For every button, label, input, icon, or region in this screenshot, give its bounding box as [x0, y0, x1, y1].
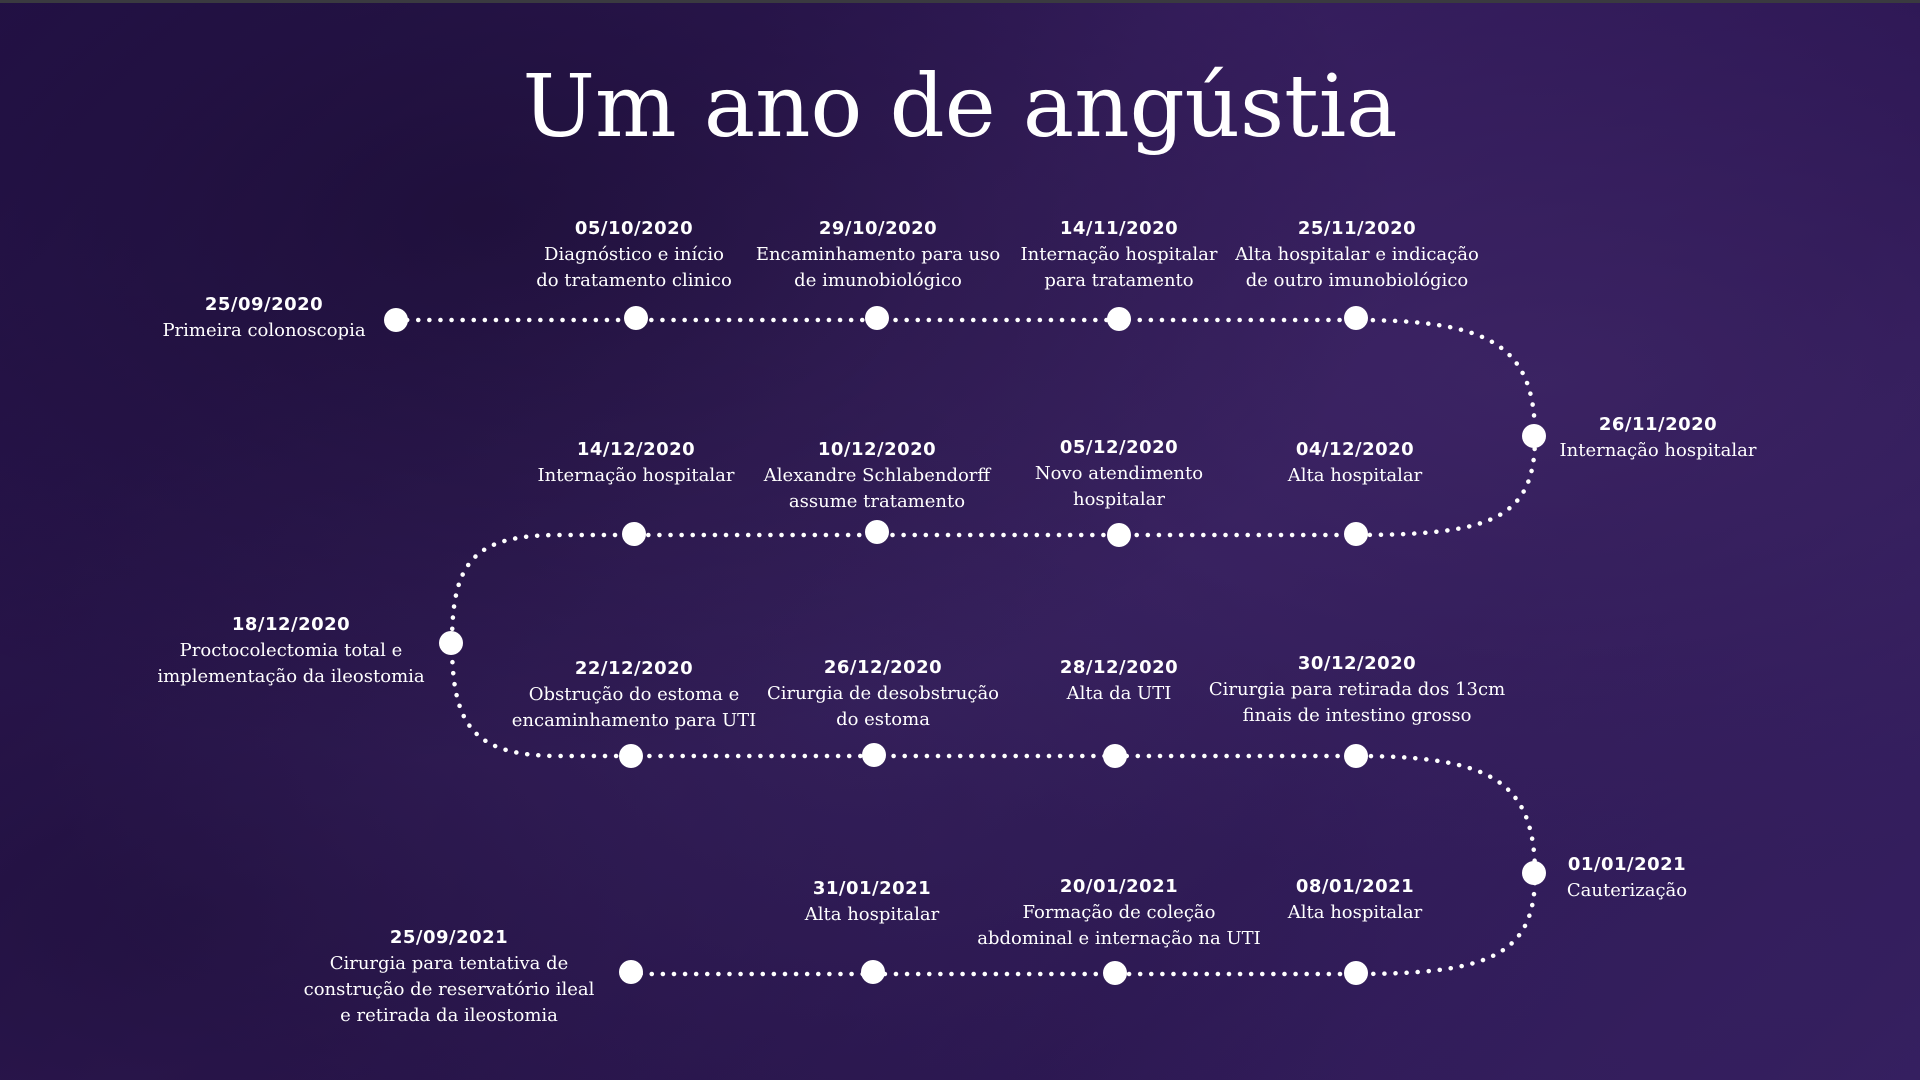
- timeline-node: [1344, 522, 1368, 546]
- event-description: Alta hospitalar: [1287, 902, 1423, 923]
- timeline-node: [622, 522, 646, 546]
- event-date: 28/12/2020: [1059, 657, 1179, 678]
- event-date: 25/09/2020: [204, 294, 324, 315]
- timeline-node: [1107, 523, 1131, 547]
- event-date: 31/01/2021: [812, 878, 932, 899]
- event-date: 25/09/2021: [389, 927, 509, 948]
- timeline-node: [862, 743, 886, 767]
- event-description: Proctocolectomia total e implementação d…: [157, 640, 425, 687]
- event-date: 30/12/2020: [1297, 653, 1417, 674]
- timeline-node: [619, 960, 643, 984]
- event-date: 22/12/2020: [574, 658, 694, 679]
- timeline-node: [865, 520, 889, 544]
- timeline-node: [384, 308, 408, 332]
- event-description: Obstrução do estoma e encaminhamento par…: [511, 684, 757, 731]
- event-description: Cirurgia para retirada dos 13cm finais d…: [1208, 679, 1506, 726]
- event-description: Primeira colonoscopia: [162, 320, 366, 341]
- timeline-node: [1103, 961, 1127, 985]
- event-description: Internação hospitalar: [1559, 440, 1757, 461]
- timeline-node: [865, 306, 889, 330]
- event-date: 25/11/2020: [1297, 218, 1417, 239]
- event-description: Cirurgia de desobstrução do estoma: [766, 683, 1000, 730]
- event-date: 14/11/2020: [1059, 218, 1179, 239]
- timeline-node: [1107, 307, 1131, 331]
- timeline-node: [439, 631, 463, 655]
- event-description: Cauterização: [1566, 880, 1688, 901]
- event-date: 26/11/2020: [1598, 414, 1718, 435]
- timeline-node: [1344, 744, 1368, 768]
- event-description: Novo atendimento hospitalar: [1034, 463, 1204, 510]
- event-description: Diagnóstico e início do tratamento clini…: [536, 244, 732, 291]
- event-date: 29/10/2020: [818, 218, 938, 239]
- page-title: Um ano de angústia: [522, 57, 1398, 157]
- event-description: Encaminhamento para uso de imunobiológic…: [755, 244, 1001, 291]
- event-description: Alexandre Schlabendorff assume tratament…: [763, 465, 991, 512]
- timeline-node: [624, 306, 648, 330]
- event-description: Alta da UTI: [1066, 683, 1172, 704]
- event-description: Alta hospitalar: [804, 904, 940, 925]
- timeline-node: [1344, 306, 1368, 330]
- event-description: Alta hospitalar e indicação de outro imu…: [1235, 244, 1479, 291]
- event-description: Alta hospitalar: [1287, 465, 1423, 486]
- event-date: 18/12/2020: [231, 614, 351, 635]
- event-date: 10/12/2020: [817, 439, 937, 460]
- timeline-nodes: [384, 306, 1546, 985]
- timeline-node: [619, 744, 643, 768]
- timeline-node: [1522, 861, 1546, 885]
- event-description: Cirurgia para tentativa de construção de…: [303, 953, 595, 1026]
- event-description: Formação de coleção abdominal e internaç…: [977, 902, 1261, 949]
- top-border: [0, 0, 1920, 3]
- event-date: 05/12/2020: [1059, 437, 1179, 458]
- event-date: 04/12/2020: [1295, 439, 1415, 460]
- timeline-node: [1522, 424, 1546, 448]
- event-description: Internação hospitalar: [537, 465, 735, 486]
- event-date: 08/01/2021: [1295, 876, 1415, 897]
- event-date: 26/12/2020: [823, 657, 943, 678]
- event-date: 01/01/2021: [1567, 854, 1687, 875]
- timeline-node: [861, 960, 885, 984]
- event-description: Internação hospitalar para tratamento: [1020, 244, 1218, 291]
- timeline-node: [1344, 961, 1368, 985]
- event-date: 05/10/2020: [574, 218, 694, 239]
- timeline-node: [1103, 744, 1127, 768]
- event-date: 20/01/2021: [1059, 876, 1179, 897]
- event-date: 14/12/2020: [576, 439, 696, 460]
